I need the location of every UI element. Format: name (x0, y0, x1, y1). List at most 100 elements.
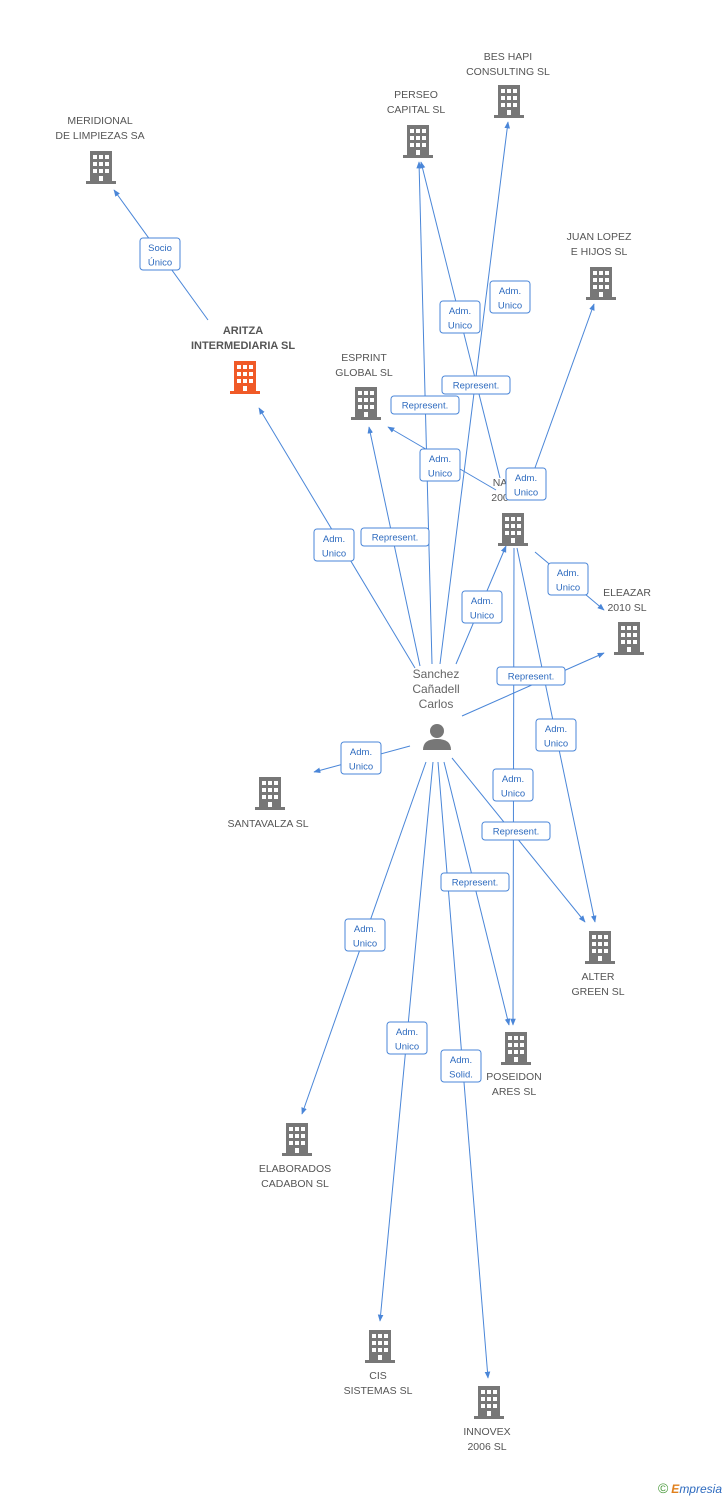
edge-label-box (547, 562, 589, 596)
company-name-line: CADABON SL (261, 1178, 329, 1190)
edge-label-box (386, 1021, 428, 1055)
edge-label-text: Socio (148, 243, 172, 254)
edge-label-person-to-cis[interactable]: Adm. Unico (386, 1021, 428, 1055)
company-name-line: CIS (369, 1370, 387, 1382)
company-name-line: E HIJOS SL (571, 246, 628, 258)
company-node-cis[interactable]: CIS SISTEMAS SL (344, 1330, 413, 1397)
company-name-line: POSEIDON (486, 1071, 541, 1083)
company-name-line: SANTAVALZA SL (227, 818, 308, 830)
company-name-line: 2010 SL (607, 602, 646, 614)
company-name-line: SISTEMAS SL (344, 1385, 413, 1397)
company-name-line: GLOBAL SL (335, 367, 393, 379)
edge-label-text: Solid. (449, 1070, 473, 1081)
edge-label-person-to-bes_hapi[interactable]: Adm.Unico (489, 280, 531, 314)
edge-labels-layer: SocioÚnicoAdm.UnicoRepresent.Adm.UnicoAd… (139, 237, 589, 1083)
edge-label-text: Adm. (545, 724, 567, 735)
edge-label-box (313, 528, 355, 562)
company-name-line: GREEN SL (571, 986, 624, 998)
building-icon (585, 931, 615, 964)
company-name-line: BES HAPI (484, 51, 532, 63)
edge-label-na2001-to-alter_green[interactable]: Adm. Unico (535, 718, 577, 752)
edge-label-text: Adm. (557, 568, 579, 579)
edge-label-text: Adm. (450, 1055, 472, 1066)
building-icon (501, 1032, 531, 1065)
edge-label-text: Adm. (429, 454, 451, 465)
company-node-juan_lopez[interactable]: JUAN LOPEZ E HIJOS SL (567, 231, 632, 300)
edge-label-person-to-santavalza[interactable]: Adm.Unico (340, 741, 382, 775)
edge-label-na2001-to-perseo[interactable]: Represent. (441, 375, 511, 395)
company-name-line: 200 (491, 492, 509, 504)
edge-label-text: Represent. (402, 401, 448, 412)
edge-label-text: Represent. (493, 827, 539, 838)
edge-label-na2001-to-esprint_rep[interactable]: Represent. (390, 395, 460, 415)
company-name-line: DE LIMPIEZAS SA (55, 130, 144, 142)
edge-label-text: Unico (501, 789, 525, 800)
edge-label-text: Represent. (508, 672, 554, 683)
edge-label-text: Adm. (515, 473, 537, 484)
company-node-perseo[interactable]: PERSEO CAPITAL SL (387, 89, 446, 158)
edge-label-box (505, 467, 547, 501)
edge-label-person-to-na2001[interactable]: Adm.Unico (461, 590, 503, 624)
edge-label-text: Adm. (350, 747, 372, 758)
company-name-line: INNOVEX (463, 1426, 510, 1438)
person-icon (423, 724, 451, 750)
edge-label-box (441, 375, 511, 395)
footer-brand: ©Empresia (658, 1480, 722, 1496)
edge-label-person-to-elaborados[interactable]: Adm.Unico (344, 918, 386, 952)
edge-label-person-to-perseo[interactable]: Adm. Unico (439, 300, 481, 334)
edge-label-person-to-eleazar[interactable]: Represent. (496, 666, 566, 686)
edge-label-text: Adm. (396, 1027, 418, 1038)
building-icon (586, 267, 616, 300)
edge-label-na2001-to-poseidon[interactable]: Adm.Unico (492, 768, 534, 802)
edge-label-text: Unico (544, 739, 568, 750)
brand-initial: E (671, 1482, 680, 1496)
company-name-line: NA (493, 477, 508, 489)
edge-label-box (496, 666, 566, 686)
edge-label-text: Unico (448, 321, 472, 332)
edge-label-text: Adm. (449, 306, 471, 317)
company-node-elaborados[interactable]: ELABORADOS CADABON SL (259, 1123, 331, 1190)
edge-label-person-to-aritza[interactable]: Adm. Unico (313, 528, 355, 562)
company-name-line: ELABORADOS (259, 1163, 331, 1175)
company-name-line: JUAN LOPEZ (567, 231, 632, 243)
building-icon (614, 622, 644, 655)
edge-label-person-to-poseidon[interactable]: Represent. (440, 872, 510, 892)
edge-label-box (461, 590, 503, 624)
company-name-line: ESPRINT (341, 352, 387, 364)
edge-label-person-to-esprint[interactable]: Represent. (360, 527, 430, 547)
company-node-na2001[interactable]: NA 200 (491, 477, 528, 546)
edge-label-person-to-innovex[interactable]: Adm. Solid. (440, 1049, 482, 1083)
edge-label-box (139, 237, 181, 271)
edge-label-text: Unico (498, 301, 522, 312)
company-node-santavalza[interactable]: SANTAVALZA SL (227, 777, 309, 830)
company-name-line: CAPITAL SL (387, 104, 446, 116)
edge-label-text: Adm. (323, 534, 345, 545)
edge-label-na2001-to-esprint[interactable]: Adm.Unico (419, 448, 461, 482)
edge-label-person-to-alter_green[interactable]: Represent. (481, 821, 551, 841)
edge-label-text: Unico (322, 549, 346, 560)
edge-label-text: Unico (514, 488, 538, 499)
edge-label-text: Unico (556, 583, 580, 594)
company-node-esprint[interactable]: ESPRINT GLOBAL SL (335, 352, 393, 420)
building-icon (351, 387, 381, 420)
person-name-line-3: Carlos (419, 697, 454, 711)
person-node[interactable]: Sanchez Cañadell Carlos (412, 667, 460, 750)
edge-label-text: Unico (395, 1042, 419, 1053)
company-name-line: PERSEO (394, 89, 438, 101)
copyright-icon: © (657, 1480, 669, 1496)
building-icon (494, 85, 524, 118)
edge-label-text: Único (148, 258, 172, 269)
edge-label-text: Represent. (372, 533, 418, 544)
edge-label-box (419, 448, 461, 482)
edge-label-na2001-to-juan_lopez[interactable]: Adm. Unico (505, 467, 547, 501)
edge-label-na2001-to-eleazar[interactable]: Adm. Unico (547, 562, 589, 596)
